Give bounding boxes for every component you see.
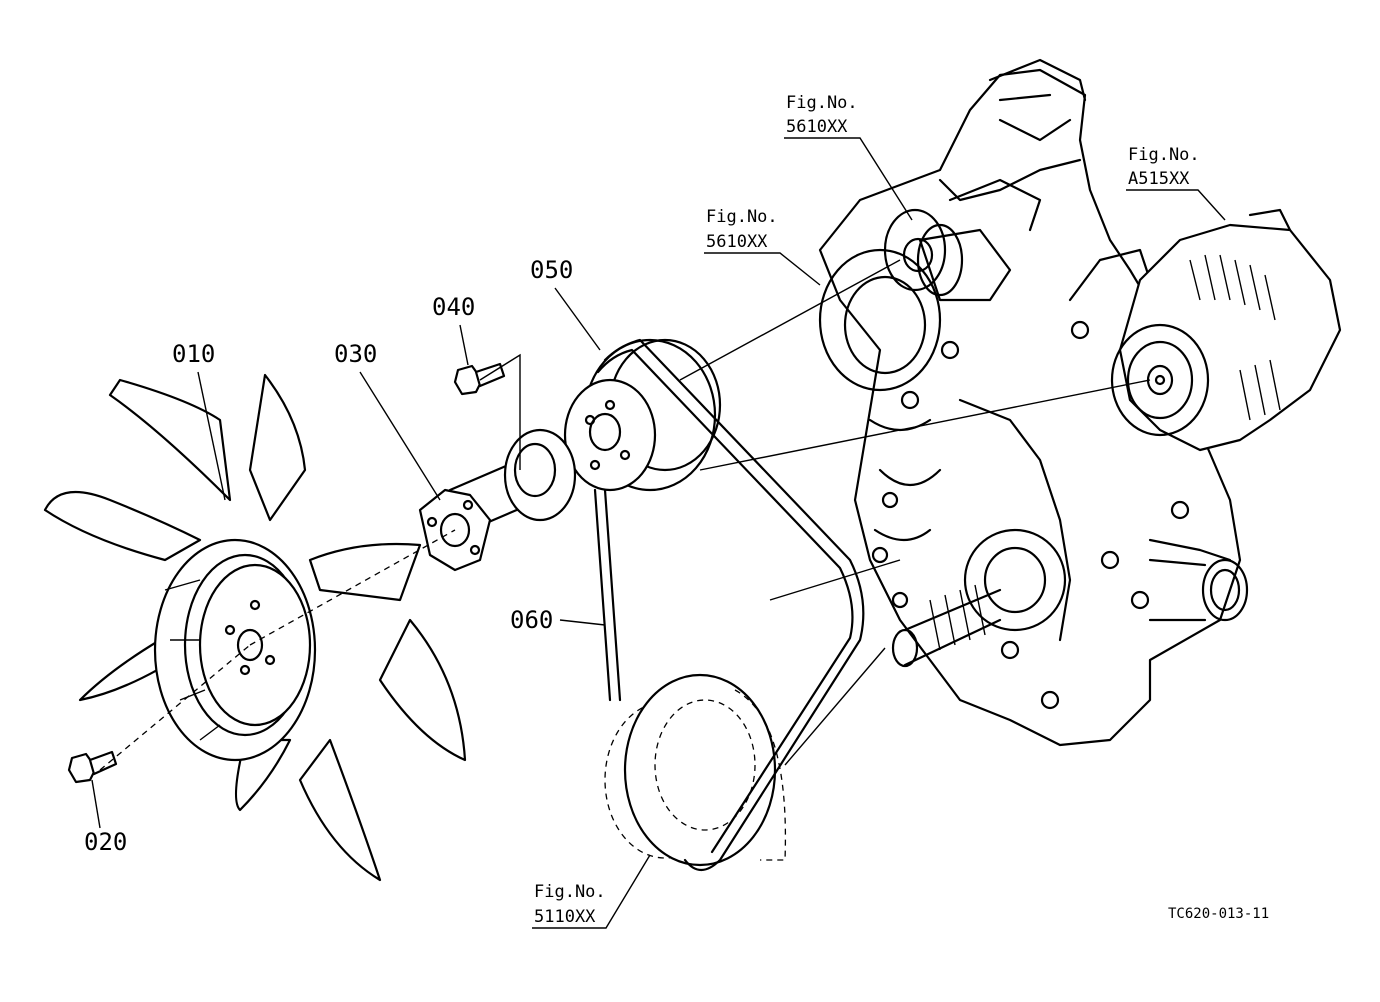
fig-ref-title: Fig.No. (1128, 145, 1200, 165)
fig-ref-alternator: Fig.No. A515XX (1126, 145, 1226, 221)
fig-ref-title: Fig.No. (534, 882, 606, 902)
callout-050: 050 (530, 256, 601, 351)
drawing-code: TC620-013-11 (1168, 906, 1269, 922)
center-lines (99, 259, 1151, 771)
fig-ref-number: 5110XX (534, 907, 596, 927)
fig-ref-number: 5610XX (706, 232, 768, 252)
fig-ref-water-pump: Fig.No. 5610XX (784, 93, 913, 221)
fig-ref-number: A515XX (1128, 169, 1190, 189)
fig-ref-number: 5610XX (786, 117, 848, 137)
fig-ref-water-pump-cover: Fig.No. 5610XX (704, 207, 821, 286)
part-label-060: 060 (510, 606, 553, 634)
part-label-020: 020 (84, 828, 127, 856)
callout-060: 060 (510, 606, 606, 634)
part-label-030: 030 (334, 340, 377, 368)
part-label-040: 040 (432, 293, 475, 321)
callout-020: 020 (84, 779, 127, 856)
callout-010: 010 (172, 340, 226, 501)
part-label-010: 010 (172, 340, 215, 368)
bolt-020 (67, 750, 118, 784)
fig-ref-title: Fig.No. (706, 207, 778, 227)
v-belt (593, 338, 865, 872)
alternator (1110, 208, 1342, 452)
cooling-fan (43, 373, 467, 882)
fig-ref-crank-pulley: Fig.No. 5110XX (532, 854, 651, 929)
fig-ref-title: Fig.No. (786, 93, 858, 113)
callout-040: 040 (432, 293, 475, 366)
fan-pulley (563, 338, 722, 492)
engine-block (818, 58, 1249, 747)
part-label-050: 050 (530, 256, 573, 284)
callout-030: 030 (334, 340, 441, 501)
crank-pulley (604, 673, 787, 867)
spacer (418, 428, 577, 572)
bolt-040 (453, 362, 506, 396)
